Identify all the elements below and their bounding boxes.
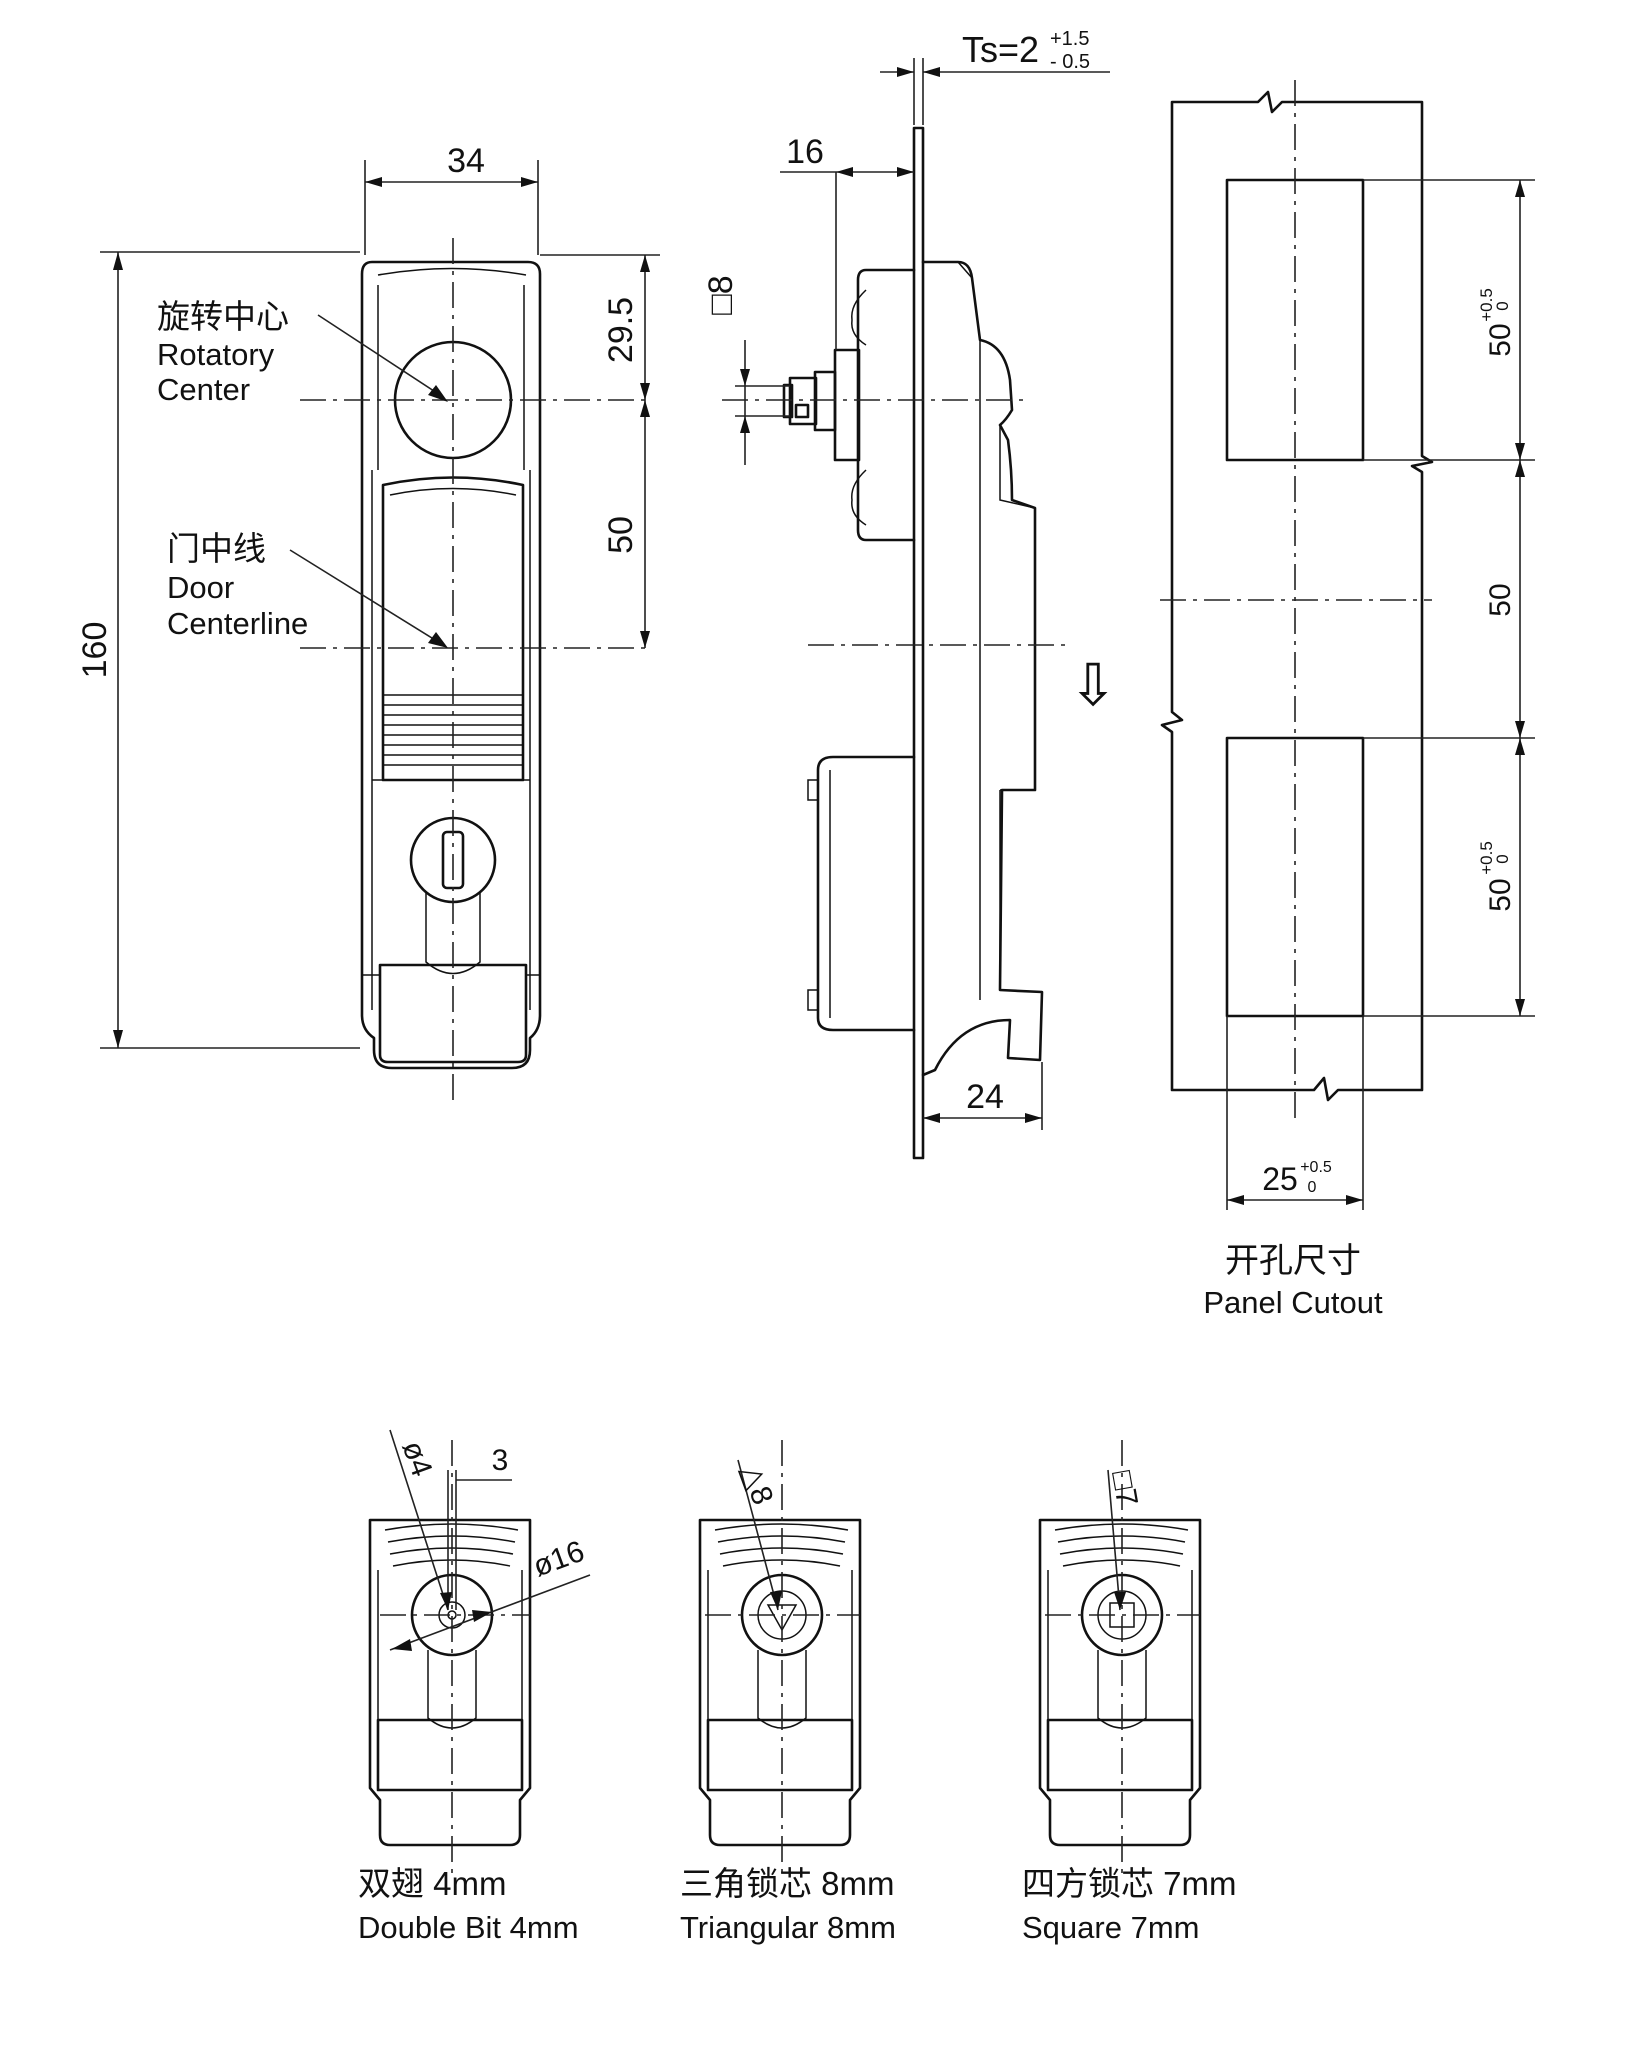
dim-phi-4: ø4 bbox=[395, 1437, 438, 1481]
label-door-zh: 门中线 bbox=[167, 530, 266, 567]
variant-3-name-en: Square 7mm bbox=[1022, 1910, 1199, 1945]
dim-width-25: 25 bbox=[1262, 1161, 1298, 1197]
dim-top-slot-tol-lo: 0 bbox=[1493, 301, 1512, 310]
variant-double-bit: ø4 3 ø16 双翅 4mm Double Bit 4mm bbox=[358, 1429, 591, 1945]
panel-outline bbox=[1160, 90, 1434, 1102]
dim-width-tol-lo: 0 bbox=[1308, 1179, 1317, 1196]
dim-width-34: 34 bbox=[447, 142, 485, 180]
label-rotatory-en-1: Rotatory bbox=[157, 337, 275, 372]
variant-1-name-zh: 双翅 4mm bbox=[358, 1865, 507, 1902]
dim-phi-16: ø16 bbox=[529, 1535, 589, 1584]
variant-2-name-zh: 三角锁芯 8mm bbox=[680, 1865, 895, 1902]
label-rotatory-en-2: Center bbox=[157, 372, 250, 407]
label-door-en-1: Door bbox=[167, 570, 234, 605]
dim-top-slot: 50 bbox=[1484, 323, 1517, 356]
square-shaft bbox=[833, 348, 861, 462]
dim-50-front: 50 bbox=[602, 516, 640, 554]
door-panel bbox=[912, 126, 925, 1160]
dim-gap: 50 bbox=[1484, 583, 1517, 616]
dim-square-7: □7 bbox=[1105, 1468, 1144, 1508]
caption-cutout-en: Panel Cutout bbox=[1203, 1285, 1383, 1320]
ts-dimension: Ts=2 bbox=[962, 29, 1039, 70]
handle-outline bbox=[360, 260, 542, 1070]
dim-square-8: □8 bbox=[702, 275, 740, 314]
grip-ribs bbox=[383, 694, 523, 766]
dim-height-160: 160 bbox=[76, 622, 114, 679]
dim-24: 24 bbox=[966, 1078, 1004, 1116]
variant-1-name-en: Double Bit 4mm bbox=[358, 1910, 579, 1945]
label-door-en-2: Centerline bbox=[167, 606, 308, 641]
variant-square: □7 四方锁芯 7mm Square 7mm bbox=[1022, 1440, 1237, 1945]
variant-triangular: △8 三角锁芯 8mm Triangular 8mm bbox=[680, 1440, 896, 1945]
dim-bottom-slot: 50 bbox=[1484, 878, 1517, 911]
ts-tolerance-lower: - 0.5 bbox=[1050, 51, 1090, 73]
label-rotatory-zh: 旋转中心 bbox=[157, 298, 289, 335]
dim-width-tol-up: +0.5 bbox=[1300, 1159, 1332, 1176]
panel-cutout-view: 50 +0.5 0 50 50 +0.5 0 25 +0.5 0 开孔尺寸 Pa… bbox=[1160, 80, 1535, 1320]
dim-29-5: 29.5 bbox=[602, 297, 640, 363]
dim-top-slot-tol-up: +0.5 bbox=[1477, 288, 1496, 322]
dim-triangle-8: △8 bbox=[735, 1460, 780, 1509]
dim-bottom-slot-tol-up: +0.5 bbox=[1477, 841, 1496, 875]
dim-3: 3 bbox=[492, 1444, 509, 1477]
ts-tolerance-upper: +1.5 bbox=[1050, 28, 1089, 50]
variant-3-name-zh: 四方锁芯 7mm bbox=[1022, 1865, 1237, 1902]
direction-arrow: ⇩ bbox=[1069, 653, 1118, 718]
side-view: ⇩ Ts=2 +1.5 - 0.5 16 □8 24 bbox=[702, 28, 1118, 1160]
caption-cutout-zh: 开孔尺寸 bbox=[1225, 1242, 1361, 1280]
front-view: 34 160 29.5 50 旋转中心 Rotatory Center 门中线 … bbox=[76, 142, 660, 1105]
dim-bottom-slot-tol-lo: 0 bbox=[1493, 854, 1512, 863]
dim-16: 16 bbox=[786, 133, 824, 171]
handle-profile bbox=[921, 260, 1044, 1077]
variant-2-name-en: Triangular 8mm bbox=[680, 1910, 896, 1945]
